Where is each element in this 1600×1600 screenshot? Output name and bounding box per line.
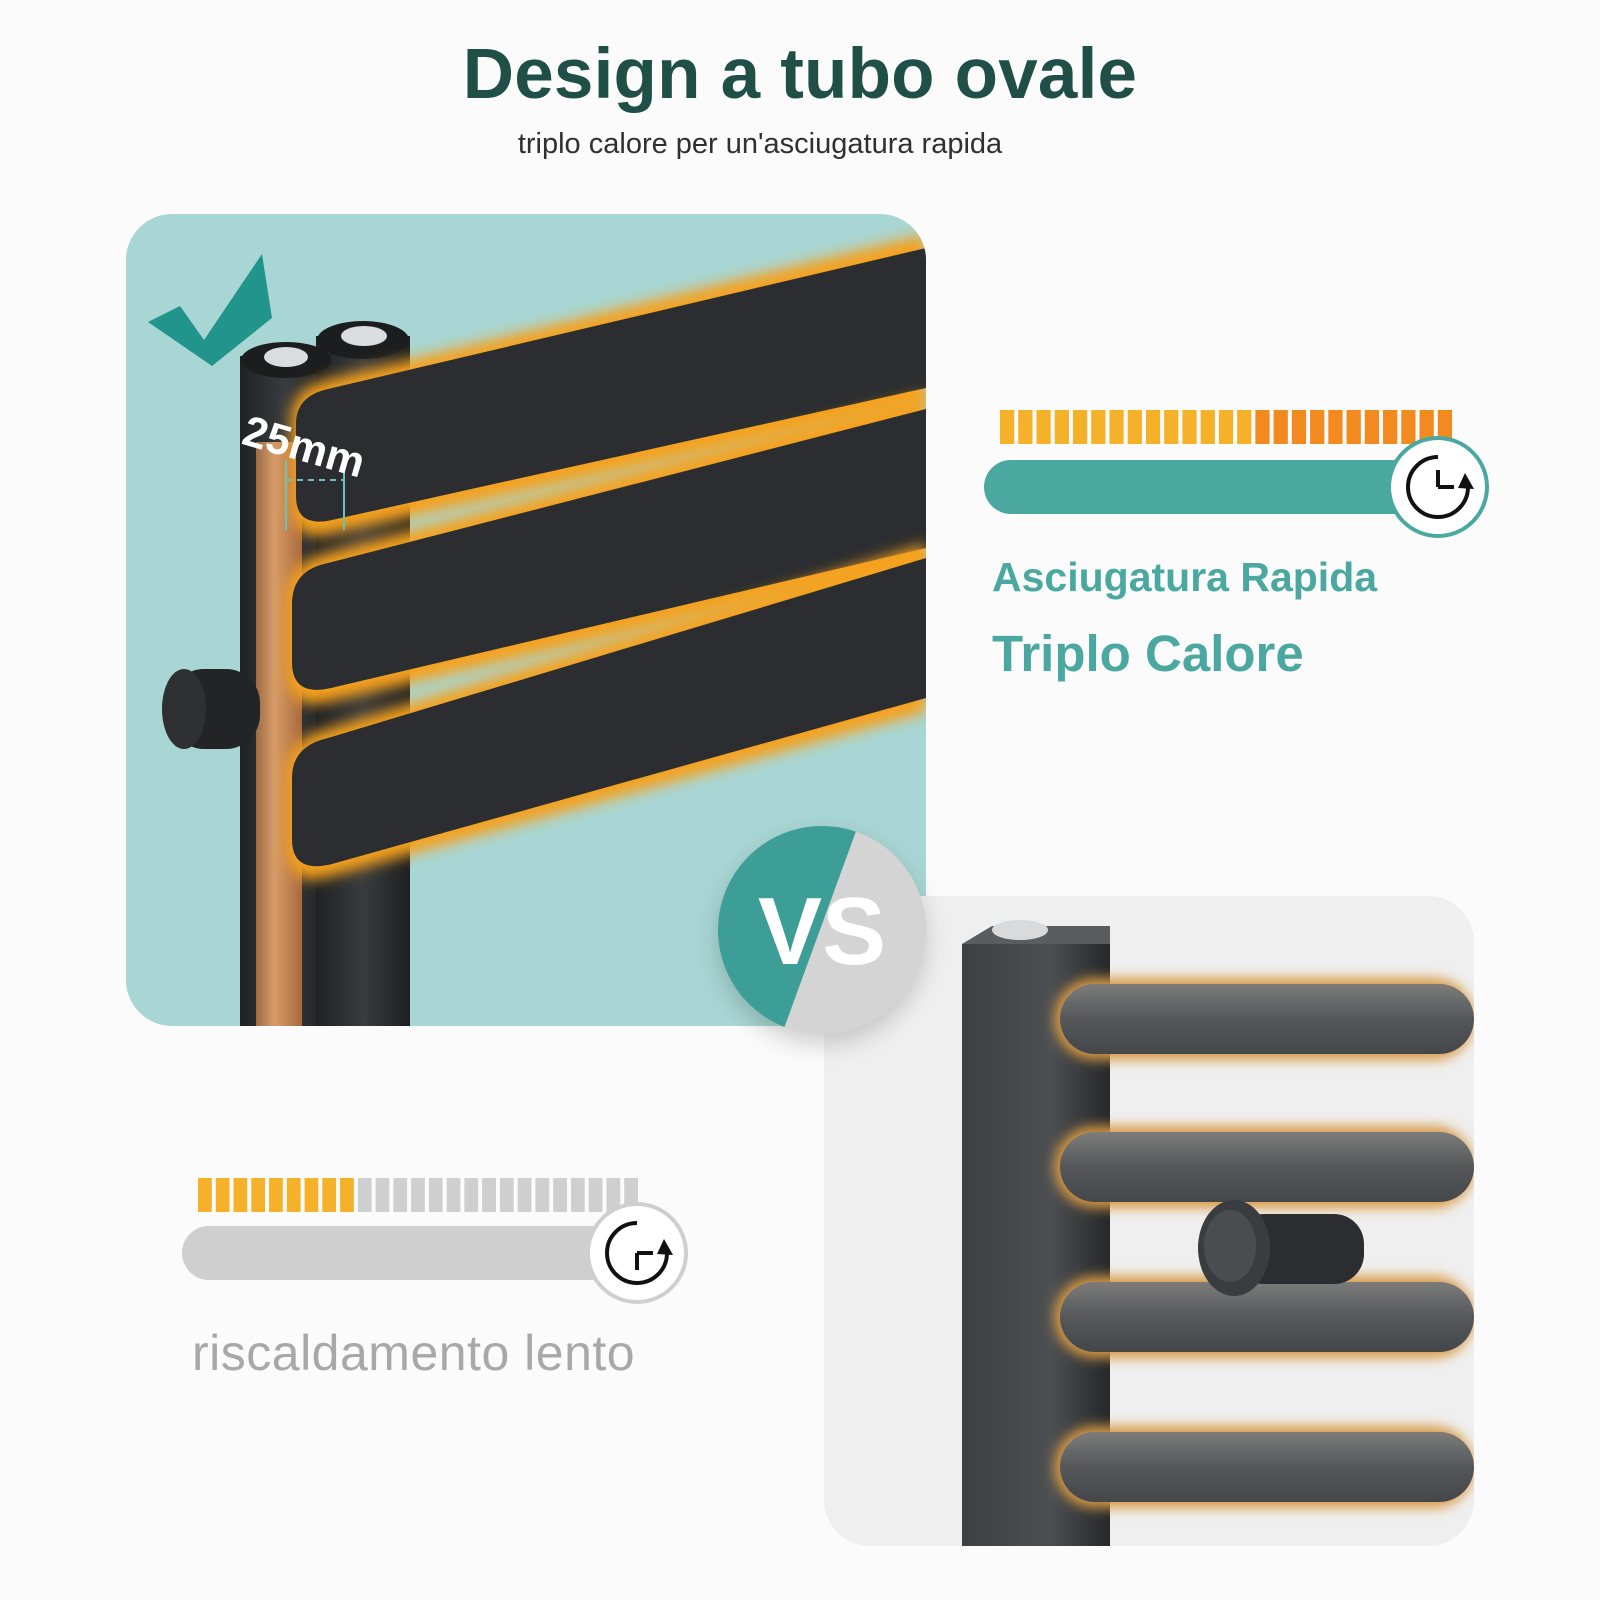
heat-tick xyxy=(606,1178,621,1212)
oval-tube-panel: 25mm xyxy=(126,214,926,1026)
round-tube-panel xyxy=(824,896,1474,1546)
heat-tick xyxy=(1000,410,1015,444)
heat-tick xyxy=(482,1178,496,1212)
heat-tick xyxy=(535,1178,550,1212)
slow-heat-meter-graphic xyxy=(182,1178,688,1304)
heat-tick xyxy=(1419,410,1434,444)
heat-tick xyxy=(1036,410,1051,444)
heat-tick xyxy=(1364,410,1380,444)
heat-tick xyxy=(411,1178,425,1212)
heat-tick xyxy=(1072,410,1088,444)
heat-tick xyxy=(357,1178,372,1212)
heat-tick xyxy=(1437,410,1452,444)
heat-tick xyxy=(553,1178,567,1212)
control-knob xyxy=(1198,1200,1364,1296)
heat-tick xyxy=(1291,410,1307,444)
heat-tick xyxy=(1310,410,1325,444)
heat-tick xyxy=(375,1178,390,1212)
heat-tick xyxy=(1164,410,1179,444)
heat-tick xyxy=(446,1178,461,1212)
triple-heat-label: Triplo Calore xyxy=(992,625,1304,682)
side-valve xyxy=(162,669,260,749)
oval-heated-tubes xyxy=(286,234,926,880)
slow-heat-track xyxy=(182,1226,634,1280)
heat-tick xyxy=(1401,410,1416,444)
fast-heat-meter xyxy=(980,410,1500,550)
heat-tick xyxy=(464,1178,479,1212)
heat-tick xyxy=(1346,410,1361,444)
heat-tick xyxy=(1255,410,1270,444)
vs-emblem: VS xyxy=(718,826,926,1034)
measurement-marker xyxy=(285,460,345,530)
heat-tick xyxy=(340,1178,354,1212)
heat-tick xyxy=(1145,410,1161,444)
heat-tick xyxy=(304,1178,319,1212)
heat-tick xyxy=(517,1178,532,1212)
heat-tick xyxy=(269,1178,283,1212)
heat-tick xyxy=(393,1178,408,1212)
heat-tick xyxy=(1018,410,1033,444)
heat-tick xyxy=(215,1178,230,1212)
heat-tick xyxy=(499,1178,514,1212)
clock-fast-icon xyxy=(1387,436,1489,538)
heat-tick xyxy=(251,1178,266,1212)
fast-drying-label: Asciugatura Rapida xyxy=(992,554,1378,600)
fast-heat-ticks xyxy=(1000,410,1452,444)
heat-tick xyxy=(198,1178,212,1212)
heat-tick xyxy=(1109,410,1124,444)
heat-tick xyxy=(1273,410,1288,444)
heat-tick xyxy=(1054,410,1069,444)
round-tube-radiator-illustration xyxy=(824,896,1474,1546)
heat-tick xyxy=(1182,410,1197,444)
oval-tube-radiator-illustration xyxy=(148,234,926,1026)
vs-label: VS xyxy=(758,878,886,985)
checkmark-icon xyxy=(148,254,272,366)
fast-heat-track xyxy=(984,460,1434,514)
fast-heat-meter-graphic xyxy=(984,410,1489,538)
heat-tick xyxy=(1383,410,1398,444)
vs-badge: VS xyxy=(718,826,926,1034)
round-heated-bars xyxy=(1054,978,1474,1508)
heat-tick xyxy=(1127,410,1142,444)
page-subtitle: triplo calore per un'asciugatura rapida xyxy=(517,128,1003,160)
heat-tick xyxy=(1200,410,1215,444)
slow-heat-ticks xyxy=(198,1178,638,1212)
heat-tick xyxy=(1328,410,1343,444)
heat-tick xyxy=(286,1178,301,1212)
clock-slow-icon xyxy=(586,1202,688,1304)
heat-tick xyxy=(588,1178,603,1212)
heat-tick xyxy=(322,1178,337,1212)
slow-heat-meter xyxy=(182,1178,702,1318)
slow-heating-label: riscaldamento lento xyxy=(192,1325,636,1381)
heat-tick xyxy=(1218,410,1234,444)
heat-tick xyxy=(1237,410,1252,444)
heat-tick xyxy=(570,1178,585,1212)
heat-tick xyxy=(233,1178,248,1212)
heat-tick xyxy=(1091,410,1106,444)
page-title: Design a tubo ovale xyxy=(462,35,1138,114)
heat-tick xyxy=(428,1178,443,1212)
